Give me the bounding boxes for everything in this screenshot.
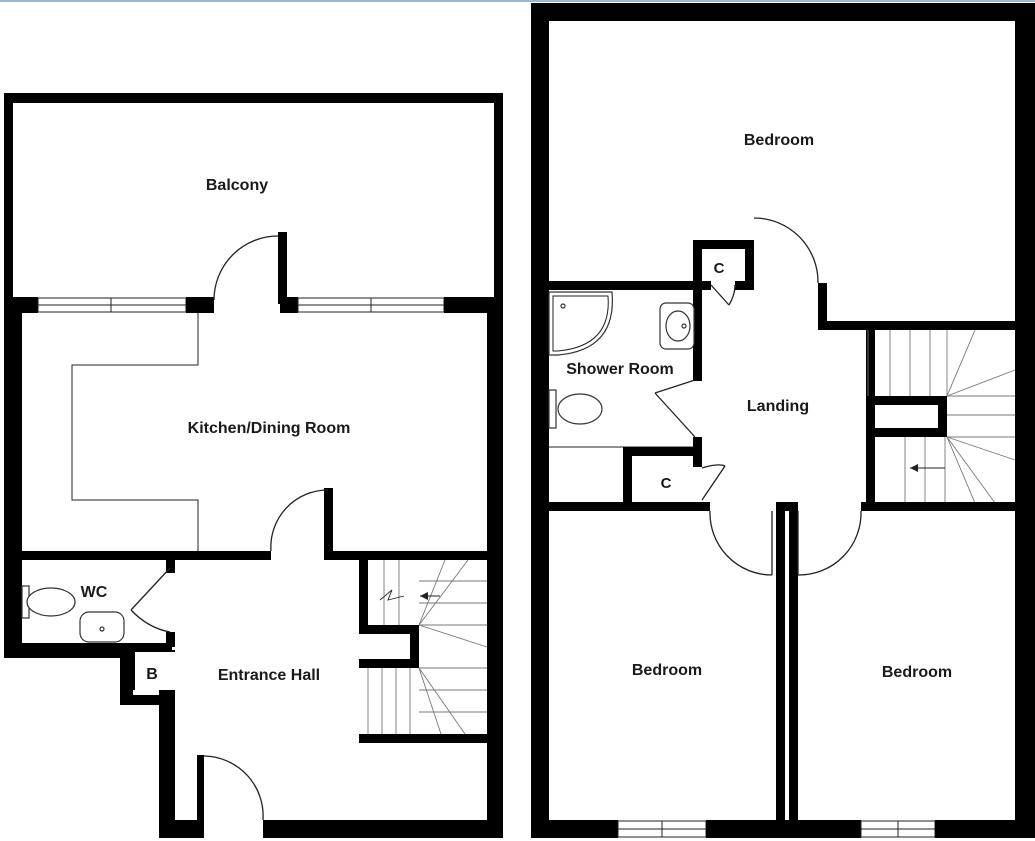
door-swing <box>797 510 862 576</box>
bedroom-right <box>789 502 1035 838</box>
room-label-cupboard-mid: C <box>661 475 672 492</box>
door-swing <box>130 609 171 633</box>
ground-floor <box>4 93 503 838</box>
toilet-icon <box>548 389 557 429</box>
room-label-kitchen-dining: Kitchen/Dining Room <box>188 420 351 437</box>
room-label-cupboard-top: C <box>714 260 725 277</box>
room-label-bedroom-right: Bedroom <box>882 664 952 681</box>
room-label-bedroom-left: Bedroom <box>632 662 702 679</box>
room-label-wc: WC <box>81 584 108 601</box>
room-label-bedroom-top: Bedroom <box>744 132 814 149</box>
shower-room <box>545 281 702 459</box>
door-swing <box>709 510 773 576</box>
staircase <box>867 329 1016 504</box>
door-swing <box>213 235 279 301</box>
first-floor <box>531 3 1035 838</box>
room-label-balcony: Balcony <box>206 177 268 194</box>
room-label-landing: Landing <box>747 398 809 415</box>
staircase <box>367 559 488 735</box>
room-label-boiler-cupboard: B <box>146 666 158 683</box>
room-label-shower-room: Shower Room <box>566 361 674 378</box>
door-swing <box>203 755 264 821</box>
door-swing <box>270 489 329 552</box>
balcony <box>4 93 503 313</box>
bedroom-left <box>531 502 861 838</box>
landing <box>866 321 1016 511</box>
entrance-hall <box>120 558 503 838</box>
bedroom-top <box>531 3 1035 838</box>
kitchen-dining <box>4 297 503 658</box>
room-label-entrance-hall: Entrance Hall <box>218 667 320 684</box>
cupboard-mid <box>623 447 726 511</box>
door-swing <box>753 217 819 284</box>
wc <box>4 560 175 658</box>
